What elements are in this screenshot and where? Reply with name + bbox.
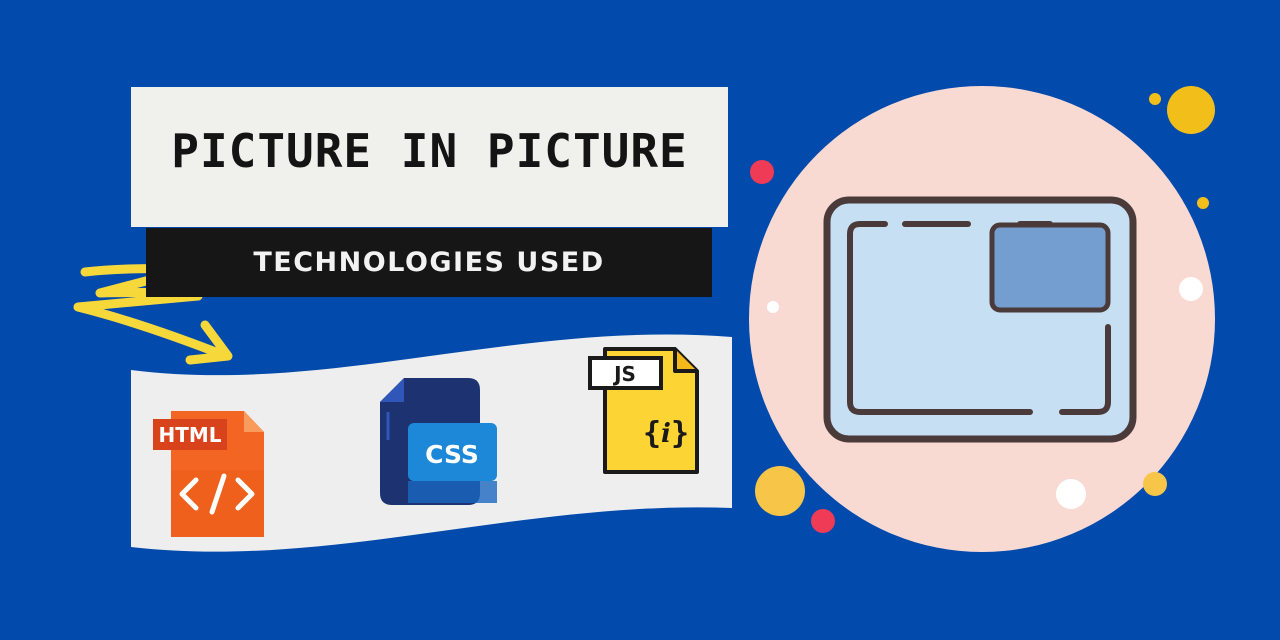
title-banner: PICTURE IN PICTURE <box>131 87 728 227</box>
svg-text:}: } <box>671 416 689 451</box>
js-icon-label: JS <box>612 362 636 386</box>
html-file-icon: HTML <box>153 411 264 537</box>
decorative-dots <box>750 86 1215 533</box>
svg-text:{: { <box>643 416 661 451</box>
css-icon-label: CSS <box>425 440 479 469</box>
subtitle-banner: TECHNOLOGIES USED <box>146 228 712 297</box>
page-subtitle: TECHNOLOGIES USED <box>253 247 605 278</box>
page-title: PICTURE IN PICTURE <box>171 124 688 178</box>
picture-in-picture-icon <box>823 196 1137 443</box>
svg-text:i: i <box>661 419 671 449</box>
css-file-icon: CSS <box>380 378 497 505</box>
js-file-icon: JS { } i <box>588 347 699 474</box>
html-icon-label: HTML <box>158 423 221 447</box>
